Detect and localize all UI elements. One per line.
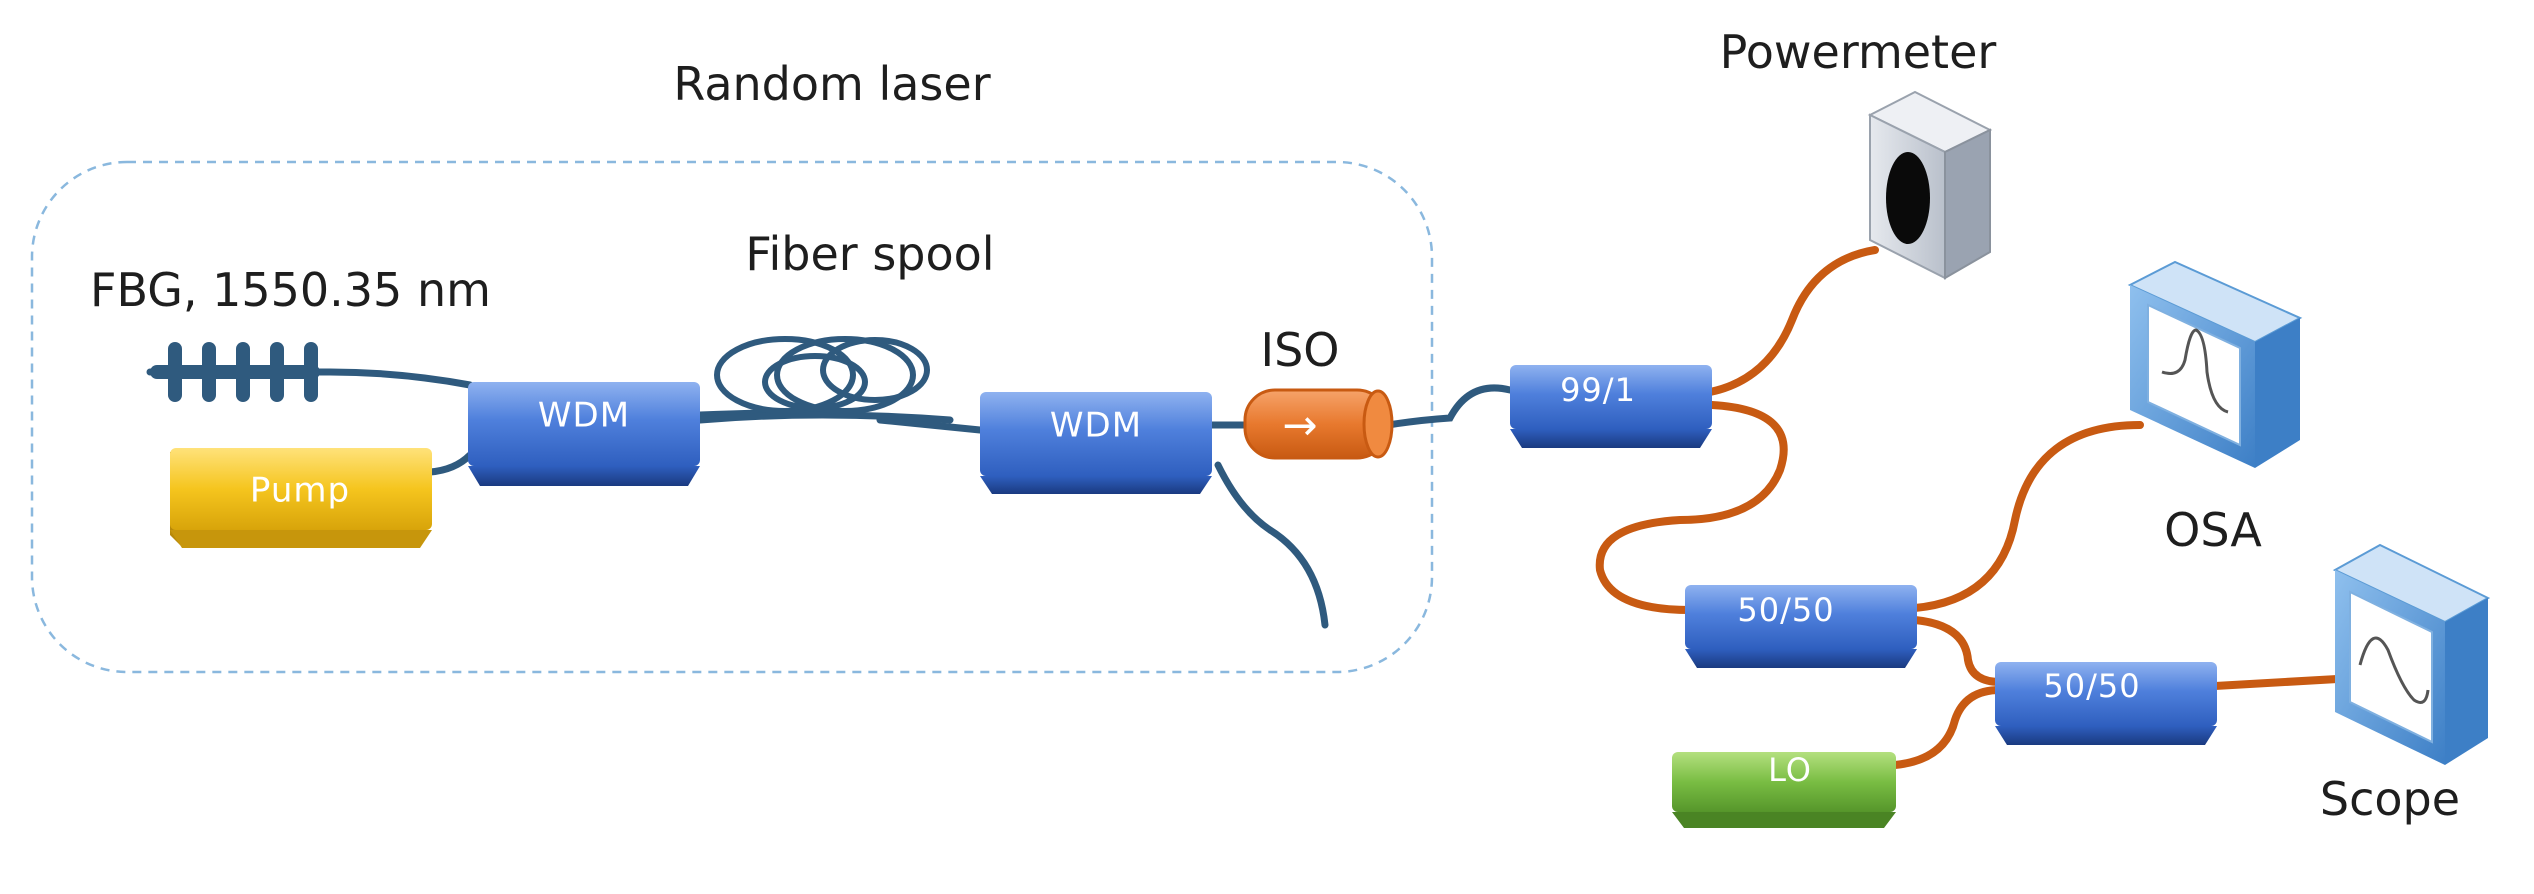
- iso-arrow: →: [1282, 401, 1317, 450]
- pump-box: Pump: [170, 448, 432, 548]
- fiber-spool-wdm2: [876, 416, 984, 434]
- fiber-fbg-wdm1: [146, 368, 474, 389]
- osa-device: [2127, 260, 2303, 468]
- fiber-spool-tail: [696, 411, 954, 424]
- fiber-to-osa: [1911, 421, 2144, 612]
- fiber-iso-coupler: [1384, 384, 1514, 429]
- coupler-50-50-b: 50/50: [1995, 662, 2217, 745]
- fiber-coupler-loop: [1595, 401, 1788, 614]
- wdm-1: WDM: [468, 382, 700, 486]
- fiber-coupler-coupler: [1911, 616, 2004, 686]
- osa-spectrum-icon: [2161, 328, 2229, 414]
- fbg-label: FBG, 1550.35 nm: [90, 263, 491, 317]
- fiber-spool-label: Fiber spool: [745, 227, 994, 281]
- fiber-to-powermeter: [1706, 246, 1879, 396]
- powermeter-label: Powermeter: [1720, 25, 1997, 79]
- coupler-99-1-label: 99/1: [1560, 371, 1636, 409]
- random-laser-boundary: [30, 160, 1434, 674]
- powermeter-device: [1867, 90, 1993, 280]
- wdm-2-label: WDM: [1050, 406, 1142, 446]
- wdm-1-label: WDM: [538, 396, 630, 436]
- fbg-grating: [150, 342, 320, 402]
- coupler-99-1: 99/1: [1510, 365, 1712, 448]
- coupler-50-50-b-label: 50/50: [2043, 667, 2140, 705]
- fiber-to-scope: [2211, 674, 2359, 690]
- fiber-spool: [714, 336, 930, 414]
- pump-label: Pump: [250, 471, 350, 511]
- iso-label: ISO: [1261, 323, 1340, 377]
- isolator: →: [1243, 388, 1394, 460]
- scope-label: Scope: [2320, 772, 2460, 826]
- wdm-2: WDM: [980, 392, 1212, 494]
- fiber-lo-coupler: [1891, 686, 2004, 769]
- orange-fibers: [1595, 246, 2359, 769]
- random-laser-label: Random laser: [673, 57, 990, 111]
- fiber-pump-wdm1: [426, 451, 474, 476]
- coupler-50-50-a-label: 50/50: [1737, 591, 1834, 629]
- coupler-50-50-a: 50/50: [1685, 585, 1917, 668]
- fiber-wdm2-output: [1214, 461, 1329, 629]
- scope-wave-icon: [2358, 636, 2430, 704]
- scope-device: [2332, 543, 2491, 765]
- lo-label: LO: [1768, 751, 1812, 789]
- lo-box: LO: [1672, 751, 1896, 828]
- osa-label: OSA: [2164, 503, 2262, 557]
